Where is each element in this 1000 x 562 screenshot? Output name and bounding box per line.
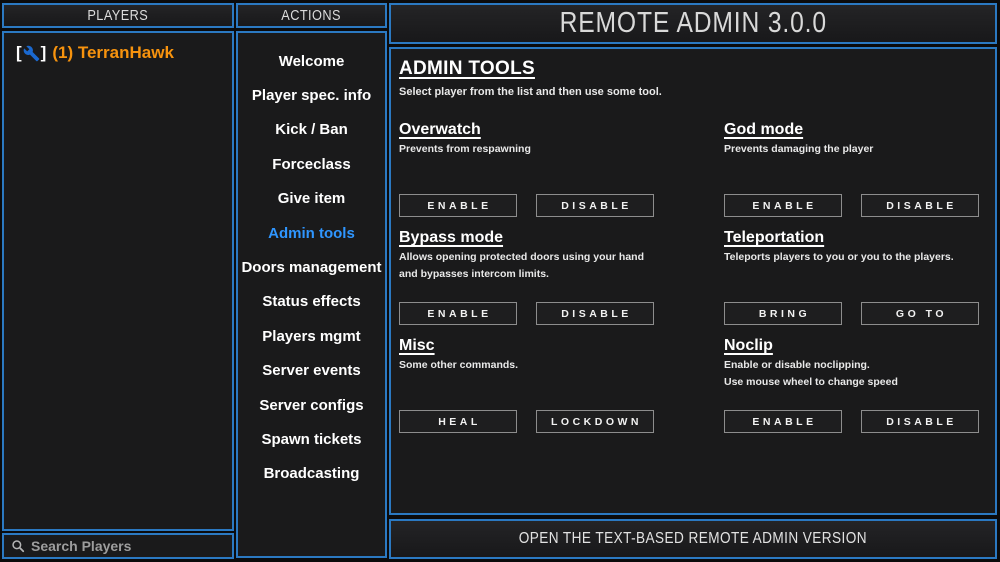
tool-bypass-mode-buttons: ENABLE DISABLE bbox=[399, 302, 654, 325]
god-mode-enable-button[interactable]: ENABLE bbox=[724, 194, 842, 217]
noclip-enable-button[interactable]: ENABLE bbox=[724, 410, 842, 433]
action-item-welcome[interactable]: Welcome bbox=[278, 52, 345, 70]
tool-overwatch-buttons: ENABLE DISABLE bbox=[399, 194, 654, 217]
action-item-server-events[interactable]: Server events bbox=[262, 362, 361, 380]
search-players-input[interactable] bbox=[31, 538, 211, 554]
action-item-status-effects[interactable]: Status effects bbox=[262, 293, 361, 311]
search-players-box[interactable] bbox=[2, 533, 234, 559]
misc-lockdown-button[interactable]: LOCKDOWN bbox=[536, 410, 654, 433]
tool-noclip-buttons: ENABLE DISABLE bbox=[724, 410, 979, 433]
admin-tools-panel: ADMIN TOOLS Select player from the list … bbox=[389, 47, 997, 515]
bypass-mode-enable-button[interactable]: ENABLE bbox=[399, 302, 517, 325]
admin-tools-heading: ADMIN TOOLS bbox=[399, 58, 535, 79]
tool-overwatch-heading: Overwatch bbox=[399, 121, 481, 138]
wrench-icon bbox=[23, 45, 39, 61]
action-item-admin-tools[interactable]: Admin tools bbox=[268, 224, 355, 242]
overwatch-disable-button[interactable]: DISABLE bbox=[536, 194, 654, 217]
bypass-mode-disable-button[interactable]: DISABLE bbox=[536, 302, 654, 325]
admin-tools-subtitle: Select player from the list and then use… bbox=[399, 86, 662, 98]
god-mode-disable-button[interactable]: DISABLE bbox=[861, 194, 979, 217]
remote-admin-title: REMOTE ADMIN 3.0.0 bbox=[559, 7, 827, 39]
tool-noclip-heading: Noclip bbox=[724, 337, 773, 354]
tool-noclip-description-2: Use mouse wheel to change speed bbox=[724, 376, 898, 388]
tool-teleportation-description-1: Teleports players to you or you to the p… bbox=[724, 251, 954, 263]
tool-noclip-description-1: Enable or disable noclipping. bbox=[724, 359, 870, 371]
player-badge-open-bracket: [ bbox=[16, 43, 22, 62]
action-item-give-item[interactable]: Give item bbox=[277, 190, 346, 208]
players-panel-header: PLAYERS bbox=[2, 3, 234, 28]
actions-panel-header: ACTIONS bbox=[236, 3, 387, 28]
action-item-player-spec-info[interactable]: Player spec. info bbox=[251, 87, 372, 105]
tool-bypass-mode-description-2: and bypasses intercom limits. bbox=[399, 268, 549, 280]
tool-misc-description-1: Some other commands. bbox=[399, 359, 519, 371]
remote-admin-title-bar: REMOTE ADMIN 3.0.0 bbox=[389, 3, 997, 44]
players-list: [ ] (1) TerranHawk bbox=[2, 31, 234, 531]
tool-god-mode-description-1: Prevents damaging the player bbox=[724, 143, 874, 155]
action-item-kick-ban[interactable]: Kick / Ban bbox=[275, 121, 348, 139]
noclip-disable-button[interactable]: DISABLE bbox=[861, 410, 979, 433]
tool-bypass-mode-heading: Bypass mode bbox=[399, 229, 504, 246]
tool-misc-heading: Misc bbox=[399, 337, 435, 354]
action-item-players-mgmt[interactable]: Players mgmt bbox=[262, 327, 361, 345]
action-item-broadcasting[interactable]: Broadcasting bbox=[263, 465, 360, 483]
actions-header-label: ACTIONS bbox=[281, 7, 342, 24]
players-header-label: PLAYERS bbox=[87, 7, 149, 24]
player-row[interactable]: [ ] (1) TerranHawk bbox=[16, 43, 220, 63]
action-item-spawn-tickets[interactable]: Spawn tickets bbox=[261, 430, 362, 448]
tool-teleportation-buttons: BRING GO TO bbox=[724, 302, 979, 325]
action-item-server-configs[interactable]: Server configs bbox=[259, 396, 364, 414]
tool-god-mode-heading: God mode bbox=[724, 121, 804, 138]
tool-god-mode-buttons: ENABLE DISABLE bbox=[724, 194, 979, 217]
player-name: (1) TerranHawk bbox=[52, 43, 174, 62]
open-text-based-remote-admin-button[interactable]: OPEN THE TEXT-BASED REMOTE ADMIN VERSION bbox=[389, 519, 997, 559]
misc-heal-button[interactable]: HEAL bbox=[399, 410, 517, 433]
player-badge-close-bracket: ] bbox=[40, 43, 47, 62]
tool-misc-buttons: HEAL LOCKDOWN bbox=[399, 410, 654, 433]
tool-teleportation-heading: Teleportation bbox=[724, 229, 825, 246]
action-item-forceclass[interactable]: Forceclass bbox=[272, 155, 351, 173]
footer-label: OPEN THE TEXT-BASED REMOTE ADMIN VERSION bbox=[518, 530, 868, 547]
teleportation-bring-button[interactable]: BRING bbox=[724, 302, 842, 325]
tool-bypass-mode-description-1: Allows opening protected doors using you… bbox=[399, 251, 645, 263]
tool-overwatch-description-1: Prevents from respawning bbox=[399, 143, 531, 155]
teleportation-go-to-button[interactable]: GO TO bbox=[861, 302, 979, 325]
overwatch-enable-button[interactable]: ENABLE bbox=[399, 194, 517, 217]
action-item-doors-management[interactable]: Doors management bbox=[241, 259, 382, 277]
search-icon bbox=[12, 540, 25, 553]
